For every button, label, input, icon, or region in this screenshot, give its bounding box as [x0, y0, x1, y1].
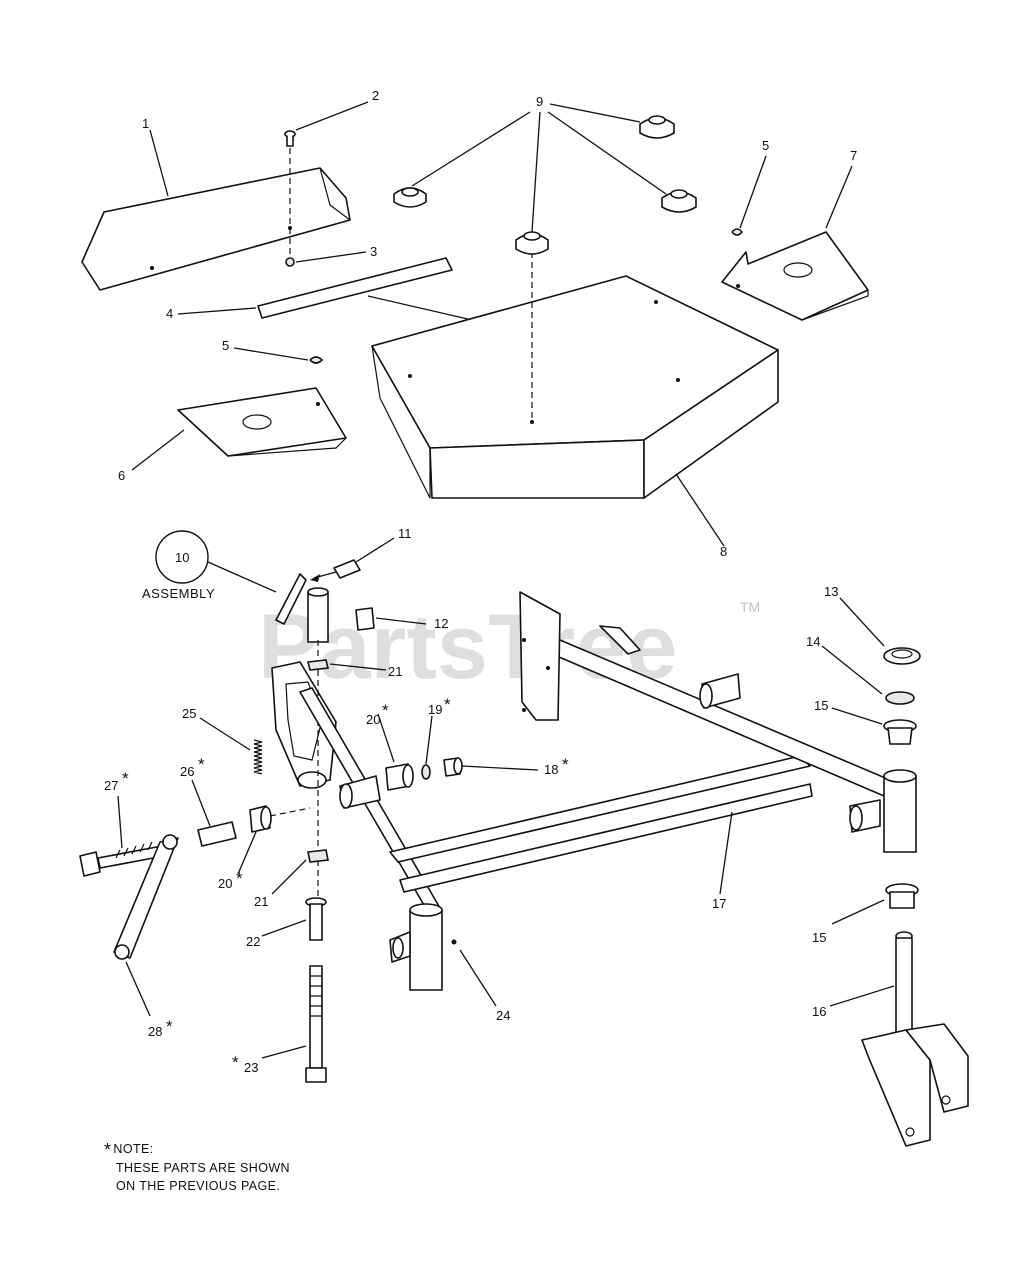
part-26-pin[interactable]: [197, 821, 237, 847]
callout-27-star: *: [122, 769, 129, 788]
callout-15-bottom: 15: [812, 930, 826, 945]
part-11-decal[interactable]: [333, 559, 361, 579]
assembly-label: ASSEMBLY: [142, 586, 215, 601]
callout-23-star: *: [232, 1053, 239, 1072]
callout-19: 19: [428, 702, 442, 717]
part-8-deck-cover[interactable]: [371, 275, 779, 499]
footnote-line-2: ON THE PREVIOUS PAGE.: [116, 1179, 281, 1193]
callout-8: 8: [720, 544, 727, 559]
callout-22: 22: [246, 934, 260, 949]
part-18-nut[interactable]: [443, 757, 463, 777]
callout-12: 12: [434, 616, 448, 631]
part-19-washer[interactable]: [421, 764, 431, 780]
part-15-bearing-bottom[interactable]: [885, 883, 919, 909]
part-9-knob-right[interactable]: [661, 189, 697, 213]
callout-9: 9: [536, 94, 543, 109]
callout-2: 2: [372, 88, 379, 103]
callout-19-star: *: [444, 695, 451, 714]
assembly-10-badge[interactable]: 10: [155, 530, 209, 584]
part-1-side-shield[interactable]: [81, 167, 351, 291]
pivot-arm[interactable]: [271, 573, 337, 789]
callout-20-right: 20: [366, 712, 380, 727]
callout-3: 3: [370, 244, 377, 259]
callout-28-star: *: [166, 1017, 173, 1036]
callout-17: 17: [712, 896, 726, 911]
part-3-nut[interactable]: [285, 257, 295, 267]
callout-6: 6: [118, 468, 125, 483]
part-5-clip-left[interactable]: [309, 356, 324, 364]
callout-21-bottom: 21: [254, 894, 268, 909]
callout-26-star: *: [198, 755, 205, 774]
part-9-knob-left[interactable]: [393, 187, 427, 208]
callout-18-star: *: [562, 755, 569, 774]
part-15-bearing-top[interactable]: [883, 719, 917, 745]
part-12-decal[interactable]: [355, 607, 375, 631]
part-13-cap[interactable]: [883, 647, 921, 665]
part-6-plate[interactable]: [177, 387, 347, 457]
callout-1: 1: [142, 116, 149, 131]
svg-text:10: 10: [175, 550, 189, 565]
callout-23: 23: [244, 1060, 258, 1075]
axis-bushing: [269, 807, 311, 817]
part-28-link[interactable]: [113, 834, 179, 960]
callout-28: 28: [148, 1024, 162, 1039]
part-2-screw[interactable]: [284, 130, 296, 147]
part-5-clip-right[interactable]: [731, 228, 744, 236]
callout-labels: 1 2 3 4 5 5 6 7 8 9 11 12 13 14 15 15 16…: [104, 88, 857, 1075]
part-20-bushing-right[interactable]: [385, 763, 414, 791]
callout-14: 14: [806, 634, 820, 649]
leader-lines: [117, 101, 895, 1059]
footnote-line-1: THESE PARTS ARE SHOWN: [116, 1161, 290, 1175]
callout-20-right-star: *: [382, 701, 389, 720]
part-16-caster-fork[interactable]: [861, 931, 969, 1147]
callout-4: 4: [166, 306, 173, 321]
part-9-knob-top[interactable]: [639, 115, 675, 139]
footnote-star: *: [104, 1140, 112, 1160]
part-4-strip[interactable]: [257, 257, 453, 319]
part-25-spring[interactable]: [253, 739, 263, 775]
callout-25: 25: [182, 706, 196, 721]
footnote: *NOTE: THESE PARTS ARE SHOWN ON THE PREV…: [104, 1140, 290, 1195]
part-20-bushing-left[interactable]: [249, 805, 272, 833]
callout-13: 13: [824, 584, 838, 599]
footnote-title: NOTE:: [113, 1142, 154, 1156]
part-21-washer-bottom[interactable]: [307, 849, 329, 863]
callout-20-left-star: *: [236, 869, 243, 888]
part-7-plate[interactable]: [721, 231, 869, 321]
callout-11: 11: [398, 526, 412, 541]
callout-5-left: 5: [222, 338, 229, 353]
callout-24: 24: [496, 1008, 510, 1023]
watermark-trademark: TM: [740, 599, 760, 615]
callout-15-top: 15: [814, 698, 828, 713]
callout-7: 7: [850, 148, 857, 163]
callout-18: 18: [544, 762, 558, 777]
part-21-washer-top[interactable]: [307, 659, 329, 671]
callout-20-left: 20: [218, 876, 232, 891]
callout-5-right: 5: [762, 138, 769, 153]
callout-26: 26: [180, 764, 194, 779]
part-14-seal[interactable]: [885, 691, 915, 705]
callout-21-top: 21: [388, 664, 402, 679]
part-9-knob-center[interactable]: [515, 231, 549, 255]
part-17-frame[interactable]: [299, 591, 917, 991]
callout-16: 16: [812, 1004, 826, 1019]
part-23-bolt[interactable]: [305, 965, 327, 1083]
part-22-bolt[interactable]: [305, 897, 327, 941]
callout-27: 27: [104, 778, 118, 793]
